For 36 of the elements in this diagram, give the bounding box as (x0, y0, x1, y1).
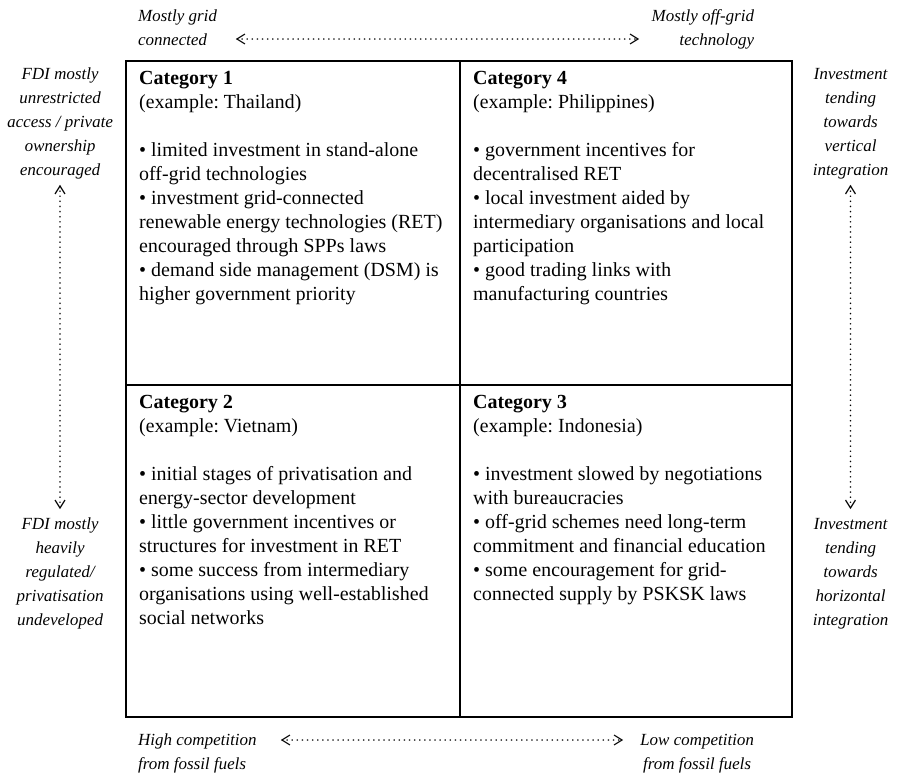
axis-label: Investment tending towards horizontal integration (800, 512, 901, 632)
dotted-arrow (844, 185, 856, 509)
axis-label: FDI mostly unrestricted access / private ownership encouraged (0, 62, 120, 182)
axis-label: High competition from fossil fuels (138, 728, 278, 776)
example-text: (example: Philippines) (473, 90, 656, 114)
category-cell (459, 384, 793, 718)
category-heading: Category 4 (473, 66, 568, 90)
bullet-point: • some success from intermediary organisations using well-established social networks (139, 558, 430, 630)
example-text: (example: Vietnam) (139, 414, 299, 438)
category-cell (459, 60, 793, 386)
dotted-arrow (281, 734, 623, 746)
bullet-point: • off-grid schemes need long-term commitment and financial education (473, 510, 767, 558)
axis-label: Mostly grid connected (138, 4, 233, 52)
bullet-point: • initial stages of privatisation and energy-sector development (139, 462, 414, 510)
dotted-arrow (236, 33, 639, 45)
bullet-point: • local investment aided by intermediary organisations and local participation (473, 186, 766, 258)
bullet-point: • limited investment in stand-alone off-grid technologies (139, 138, 420, 186)
category-heading: Category 1 (139, 66, 234, 90)
bullet-point: • investment grid-connected renewable energy technologies (RET) encouraged through SPPs laws (139, 186, 444, 258)
bullet-point: • some encouragement for grid-connected supply by PSKSK laws (473, 558, 748, 606)
example-text: (example: Indonesia) (473, 414, 644, 438)
category-cell (125, 60, 461, 386)
axis-label: Investment tending towards vertical integration (800, 62, 901, 182)
bullet-point: • good trading links with manufacturing countries (473, 258, 672, 306)
bullet-point: • little government incentives or structures for investment in RET (139, 510, 402, 558)
example-text: (example: Thailand) (139, 90, 302, 114)
axis-label: Mostly off-grid technology (642, 4, 754, 52)
category-heading: Category 3 (473, 390, 568, 414)
axis-label: FDI mostly heavily regulated/ privatisation undeveloped (0, 512, 120, 632)
axis-label: Low competition from fossil fuels (626, 728, 768, 776)
bullet-point: • demand side management (DSM) is higher government priority (139, 258, 440, 306)
category-heading: Category 2 (139, 390, 234, 414)
bullet-point: • investment slowed by negotiations with bureaucracies (473, 462, 764, 510)
dotted-arrow (54, 185, 66, 509)
category-cell (125, 384, 461, 718)
bullet-point: • government incentives for decentralised RET (473, 138, 696, 186)
